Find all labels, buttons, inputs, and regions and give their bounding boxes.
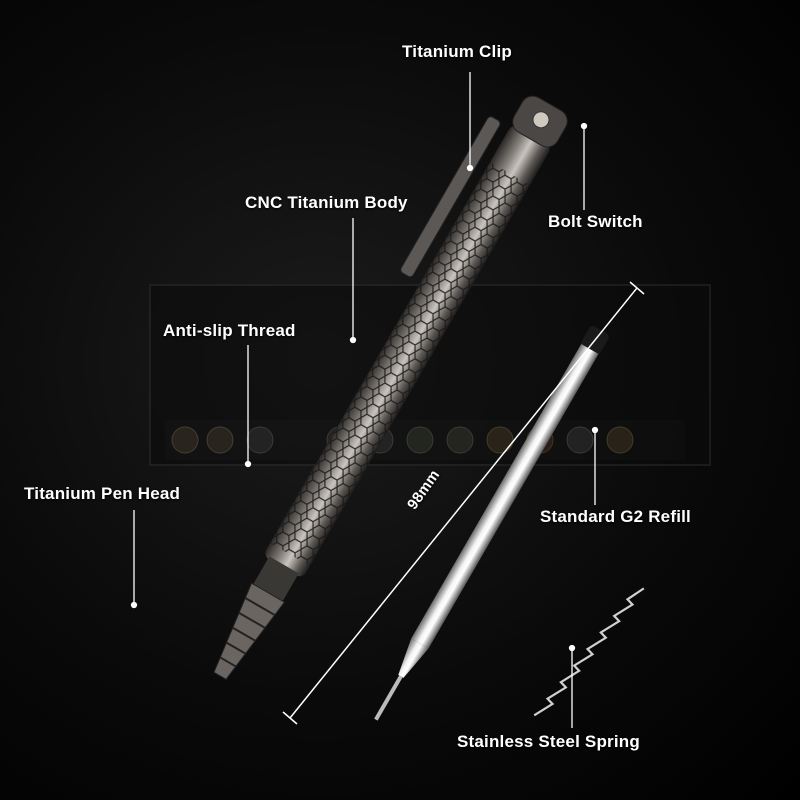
label-anti-slip-thread: Anti-slip Thread bbox=[163, 321, 296, 340]
bolt-switch bbox=[532, 111, 550, 129]
label-g2-refill: Standard G2 Refill bbox=[540, 507, 691, 526]
dimension-line bbox=[282, 281, 645, 725]
label-bolt-switch: Bolt Switch bbox=[548, 212, 643, 231]
label-spring: Stainless Steel Spring bbox=[457, 732, 640, 751]
spring bbox=[533, 587, 645, 717]
pen-clip bbox=[400, 116, 501, 278]
label-titanium-clip: Titanium Clip bbox=[402, 42, 512, 61]
callout-leaders bbox=[130, 72, 599, 728]
pen-collar bbox=[253, 556, 299, 602]
label-cnc-body: CNC Titanium Body bbox=[245, 193, 408, 212]
pen bbox=[213, 95, 568, 680]
label-pen-head: Titanium Pen Head bbox=[24, 484, 181, 503]
